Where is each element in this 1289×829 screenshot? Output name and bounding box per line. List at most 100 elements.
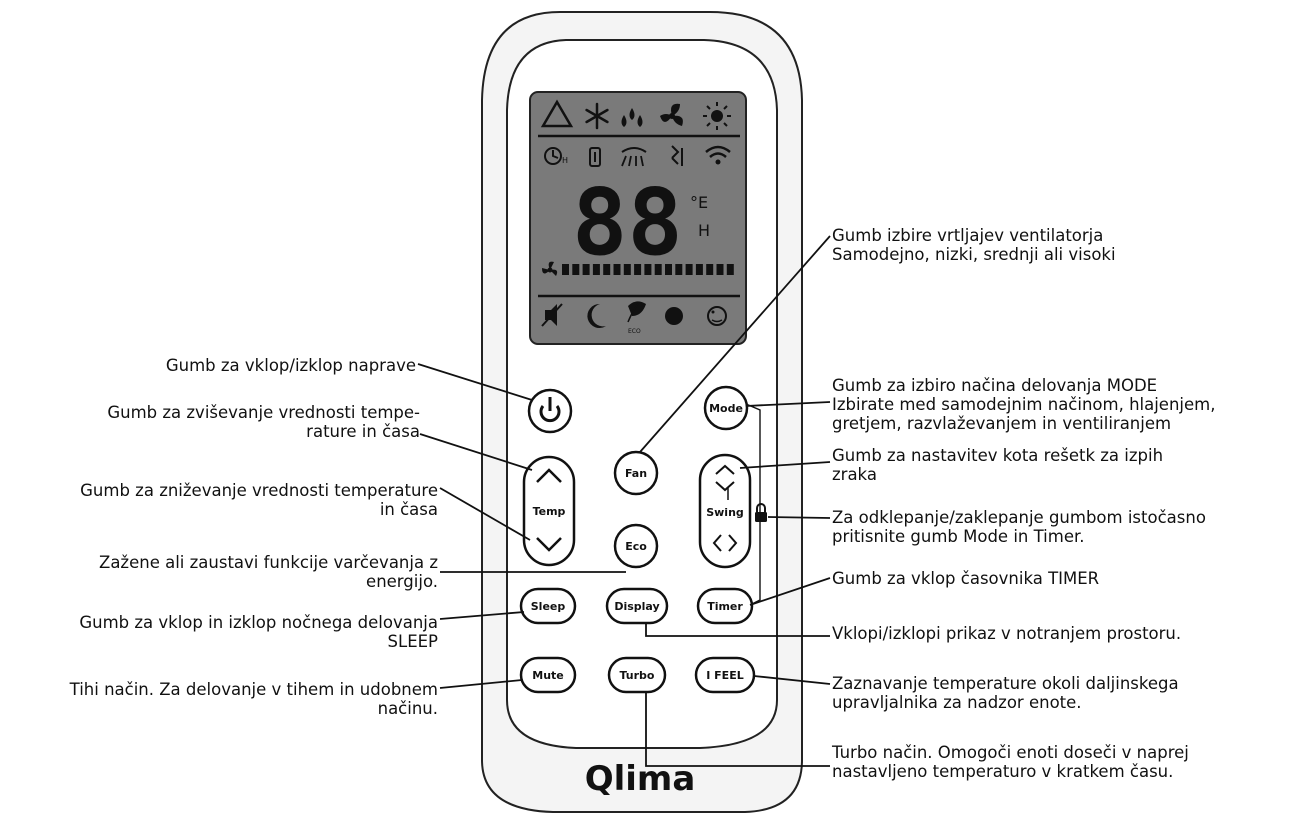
leader-temp-down <box>439 487 531 541</box>
callout-lock: Za odklepanje/zaklepanje gumbom istočasn… <box>832 508 1206 546</box>
fan-speed-segment <box>634 264 642 275</box>
vent-swing-icon <box>671 145 683 166</box>
callout-eco: Zažene ali zaustavi funkcije varčevanja … <box>99 553 438 591</box>
callout-temp-up: Gumb za zviševanje vrednosti tempe- ratu… <box>107 403 420 441</box>
fan-speed-segment <box>582 264 590 275</box>
swing-left-icon <box>712 534 722 552</box>
callout-ifeel: Zaznavanje temperature okoli daljinskega… <box>832 674 1179 712</box>
timer-button[interactable]: Timer <box>696 587 754 625</box>
fan-speed-segment <box>716 264 724 275</box>
fan-speed-segment <box>623 264 631 275</box>
ifeel-icon <box>707 306 727 326</box>
fan-speed-segment <box>695 264 703 275</box>
fan-speed-segment <box>675 264 683 275</box>
dry-mode-icon <box>621 108 643 127</box>
swing-down-icon <box>715 481 735 492</box>
swing-button-label: Swing <box>706 506 744 519</box>
leader-turbo <box>645 692 830 767</box>
heat-mode-icon <box>703 102 731 130</box>
turbo-button[interactable]: Turbo <box>607 656 667 694</box>
sleep-moon-icon <box>587 303 606 328</box>
cool-mode-icon <box>585 102 609 130</box>
fan-speed-segment <box>654 264 662 275</box>
leader-display <box>645 623 830 637</box>
callout-temp-down: Gumb za zniževanje vrednosti temperature… <box>80 481 438 519</box>
wifi-icon <box>705 145 731 165</box>
leader-lock <box>767 516 831 519</box>
mute-button[interactable]: Mute <box>519 656 577 694</box>
callout-swing: Gumb za nastavitev kota rešetk za izpih … <box>832 446 1164 484</box>
power-button[interactable] <box>527 388 573 434</box>
leader-temp-up <box>419 433 533 471</box>
display-button[interactable]: Display <box>605 587 669 625</box>
temp-button-label: Temp <box>533 505 566 518</box>
fan-speed-segment <box>706 264 714 275</box>
timer-icon: H <box>544 147 568 165</box>
leader-lines <box>417 235 831 767</box>
callout-power: Gumb za vklop/izklop naprave <box>165 356 416 375</box>
fan-speed-segment <box>726 264 734 275</box>
auto-mode-icon <box>540 99 574 128</box>
leader-power <box>417 363 533 401</box>
eco-leaf-icon: ECO <box>627 301 646 335</box>
mute-button-label: Mute <box>532 669 564 682</box>
turbo-button-label: Turbo <box>620 669 655 682</box>
eco-button-label: Eco <box>625 540 647 553</box>
fan-speed-icon <box>542 261 558 276</box>
health-icon <box>665 307 683 325</box>
ifeel-button[interactable]: I FEEL <box>694 656 756 694</box>
callout-timer: Gumb za vklop časovnika TIMER <box>832 569 1100 588</box>
callout-turbo: Turbo način. Omogoči enoti doseči v napr… <box>832 743 1189 781</box>
leader-ifeel <box>753 675 831 685</box>
callout-mute: Tihi način. Za delovanje v tihem in udob… <box>69 680 438 718</box>
swing-up-icon <box>715 464 735 475</box>
eco-small-label: ECO <box>628 328 641 335</box>
unit-hour-label: H <box>698 221 710 240</box>
callout-mode: Gumb za izbiro načina delovanja MODE Izb… <box>832 376 1216 433</box>
temp-rocker[interactable]: Temp <box>522 455 576 567</box>
callout-sleep: Gumb za vklop in izklop nočnega delovanj… <box>79 613 438 651</box>
display-button-label: Display <box>614 600 659 613</box>
leader-mode <box>745 401 831 407</box>
timer-button-label: Timer <box>707 600 743 613</box>
fan-speed-segment <box>603 264 611 275</box>
temp-up-icon[interactable] <box>536 468 562 483</box>
temp-down-icon[interactable] <box>536 537 562 552</box>
fan-speed-segment <box>562 264 569 275</box>
brand-logo: Qlima <box>585 759 696 799</box>
mode-button[interactable]: Mode <box>703 385 749 431</box>
fan-button[interactable]: Fan <box>613 450 659 496</box>
swing-right-icon <box>728 534 738 552</box>
fan-speed-segment <box>665 264 672 275</box>
unit-celsius-label: °E <box>690 193 708 212</box>
fan-speed-segment <box>572 264 580 275</box>
leader-fan <box>639 235 831 453</box>
temperature-digits: 88 <box>572 169 683 276</box>
swing-vertical-icon <box>589 147 601 167</box>
callout-display: Vklopi/izklopi prikaz v notranjem prosto… <box>832 624 1182 643</box>
fan-speed-segment <box>613 264 621 275</box>
leader-lock-bracket <box>745 403 761 605</box>
fan-speed-segment <box>592 264 600 275</box>
leader-mute <box>439 679 523 689</box>
leader-sleep <box>439 611 525 620</box>
lcd-screen: H 88 °E H <box>529 91 747 345</box>
fan-button-label: Fan <box>625 467 647 480</box>
swing-horizontal-icon <box>621 147 647 167</box>
sleep-button[interactable]: Sleep <box>519 587 577 625</box>
svg-text:H: H <box>562 156 568 165</box>
sleep-button-label: Sleep <box>531 600 566 613</box>
ifeel-button-label: I FEEL <box>706 669 743 682</box>
mute-icon <box>541 303 563 327</box>
swing-rocker[interactable]: Swing <box>698 453 752 569</box>
callout-fan: Gumb izbire vrtljajev ventilatorja Samod… <box>832 226 1116 264</box>
fan-speed-segment <box>644 264 652 275</box>
eco-button[interactable]: Eco <box>613 523 659 569</box>
leader-swing <box>739 461 831 469</box>
fan-speed-bar <box>562 264 734 275</box>
lock-icon <box>755 503 767 522</box>
mode-button-label: Mode <box>709 402 743 415</box>
fan-mode-icon <box>660 103 683 126</box>
leader-timer <box>749 577 831 606</box>
